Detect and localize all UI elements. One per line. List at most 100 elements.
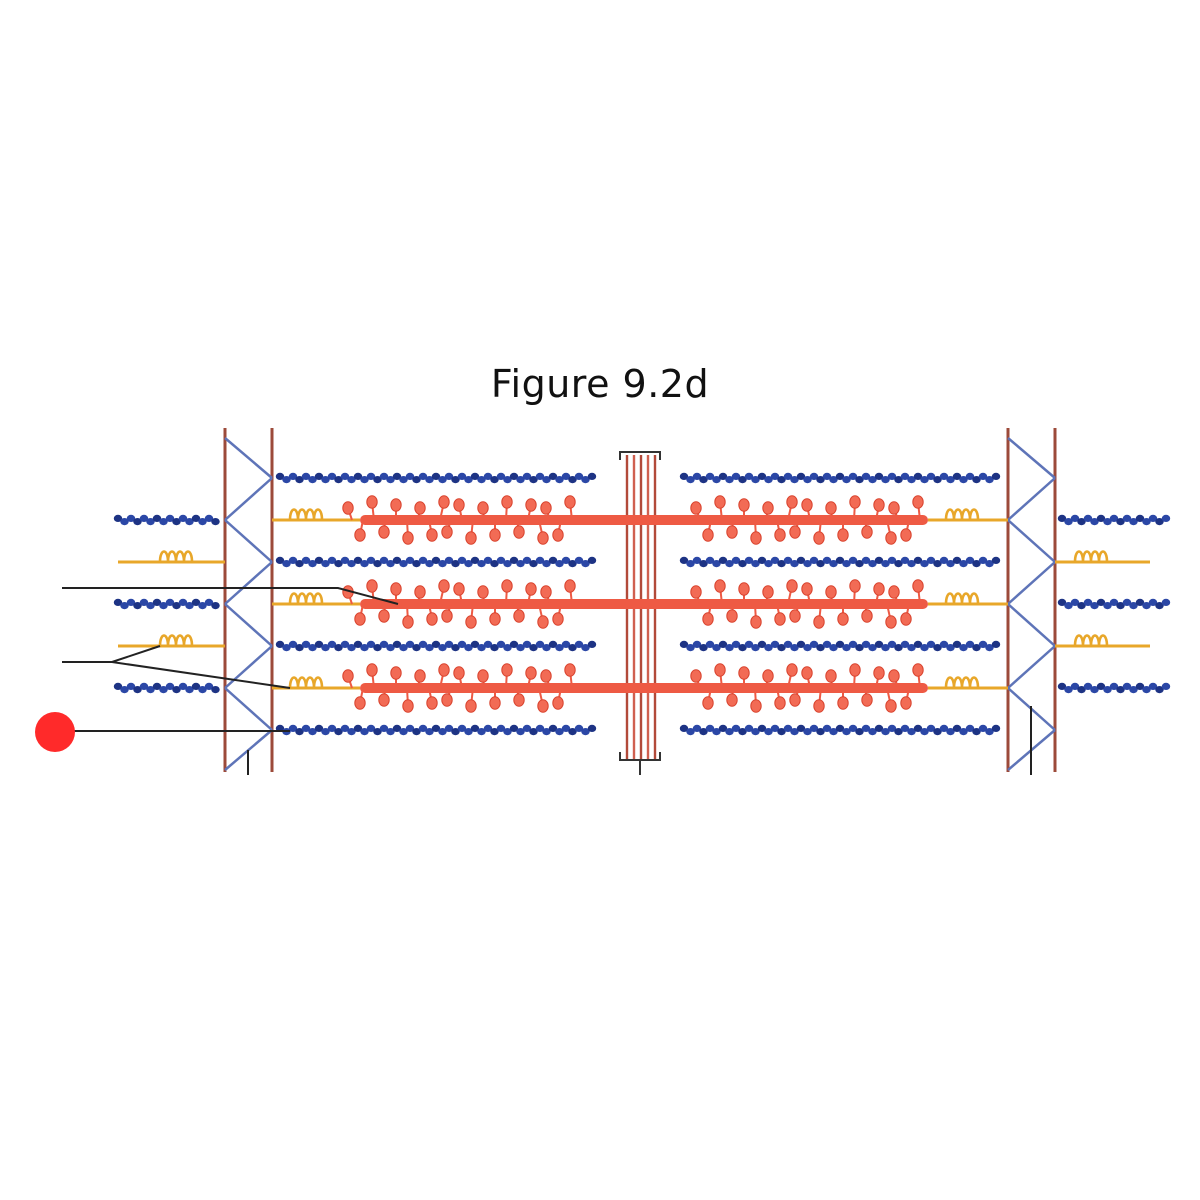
myosin-head-icon <box>912 579 924 593</box>
actin-bead-icon <box>744 724 754 733</box>
actin-bead-icon <box>418 556 428 565</box>
actin-bead-icon <box>1155 602 1164 610</box>
actin-bead-icon <box>842 728 851 736</box>
thin-filament-left <box>275 724 597 736</box>
myosin-head-icon <box>525 666 537 680</box>
actin-bead-icon <box>321 644 330 652</box>
myosin-head-icon <box>714 663 726 677</box>
actin-bead-icon <box>1103 602 1112 610</box>
actin-bead-icon <box>907 644 916 652</box>
actin-bead-icon <box>881 476 890 484</box>
actin-bead-icon <box>340 724 350 733</box>
actin-bead-icon <box>490 728 499 736</box>
actin-bead-icon <box>738 728 747 736</box>
actin-bead-icon <box>855 728 864 736</box>
leader-thick-filament <box>62 587 399 605</box>
thin-filament-group <box>113 472 1171 736</box>
actin-bead-icon <box>1109 598 1119 607</box>
actin-bead-icon <box>113 682 123 691</box>
titin-coil-icon <box>1073 634 1109 647</box>
actin-bead-icon <box>425 644 434 652</box>
actin-bead-icon <box>477 644 486 652</box>
actin-bead-icon <box>308 560 317 568</box>
actin-bead-icon <box>842 644 851 652</box>
actin-bead-icon <box>379 640 389 649</box>
actin-bead-icon <box>848 640 858 649</box>
actin-bead-icon <box>965 640 975 649</box>
actin-bead-icon <box>712 728 721 736</box>
actin-bead-icon <box>314 556 324 565</box>
myosin-head-icon <box>786 579 798 593</box>
myosin-head-icon <box>801 498 813 512</box>
actin-bead-icon <box>288 640 298 649</box>
actin-bead-icon <box>548 472 558 480</box>
myosin-head-icon <box>537 615 549 629</box>
actin-bead-icon <box>796 556 806 565</box>
actin-bead-icon <box>894 644 903 652</box>
actin-bead-icon <box>1083 514 1093 523</box>
actin-bead-icon <box>490 476 499 484</box>
actin-bead-icon <box>353 724 363 733</box>
actin-bead-icon <box>126 514 136 523</box>
actin-bead-icon <box>477 728 486 736</box>
actin-bead-icon <box>288 724 298 733</box>
actin-bead-icon <box>751 644 760 652</box>
actin-bead-icon <box>165 514 175 523</box>
actin-bead-icon <box>418 472 428 480</box>
actin-bead-icon <box>139 598 149 607</box>
thin-filament-outer-left <box>113 682 220 694</box>
actin-bead-icon <box>373 644 382 652</box>
actin-bead-icon <box>829 728 838 736</box>
myosin-head-icon <box>849 579 861 593</box>
marker-dot-icon[interactable] <box>35 712 75 752</box>
myosin-head-icon <box>786 663 798 677</box>
actin-bead-icon <box>965 556 975 565</box>
actin-bead-icon <box>725 644 734 652</box>
actin-bead-icon <box>920 476 929 484</box>
myosin-head-icon <box>885 615 897 629</box>
actin-bead-icon <box>1135 598 1145 607</box>
myosin-head-icon <box>849 495 861 509</box>
actin-bead-icon <box>483 556 493 565</box>
actin-bead-icon <box>321 560 330 568</box>
actin-bead-icon <box>451 476 460 484</box>
actin-bead-icon <box>1057 514 1067 523</box>
actin-bead-icon <box>301 724 311 733</box>
myosin-head-icon <box>354 612 366 626</box>
actin-bead-icon <box>431 724 441 733</box>
actin-bead-icon <box>438 644 447 652</box>
actin-bead-icon <box>308 476 317 484</box>
myosin-head-icon <box>465 699 477 713</box>
actin-bead-icon <box>159 602 168 610</box>
actin-bead-icon <box>1083 598 1093 607</box>
actin-bead-icon <box>952 556 962 565</box>
myosin-head-icon <box>714 579 726 593</box>
actin-bead-icon <box>978 724 988 733</box>
actin-bead-icon <box>822 556 832 565</box>
actin-bead-icon <box>535 724 545 733</box>
myosin-head-icon <box>849 663 861 677</box>
actin-bead-icon <box>796 640 806 649</box>
marker-group[interactable] <box>35 712 75 752</box>
actin-bead-icon <box>587 472 597 480</box>
actin-bead-icon <box>444 724 454 733</box>
myosin-head-icon <box>453 582 465 596</box>
actin-bead-icon <box>946 560 955 568</box>
titin-outer-left <box>118 550 225 564</box>
actin-bead-icon <box>431 472 441 480</box>
actin-bead-icon <box>913 556 923 565</box>
actin-bead-icon <box>783 640 793 649</box>
actin-bead-icon <box>809 724 819 733</box>
actin-bead-icon <box>1129 602 1138 610</box>
actin-bead-icon <box>1122 682 1132 691</box>
actin-bead-icon <box>907 560 916 568</box>
actin-bead-icon <box>418 724 428 733</box>
actin-bead-icon <box>952 472 962 480</box>
actin-bead-icon <box>581 476 590 484</box>
actin-bead-icon <box>920 728 929 736</box>
myosin-head-icon <box>912 495 924 509</box>
actin-bead-icon <box>874 472 884 480</box>
actin-bead-icon <box>699 728 708 736</box>
actin-bead-icon <box>959 560 968 568</box>
thin-filament-right <box>679 640 1001 652</box>
